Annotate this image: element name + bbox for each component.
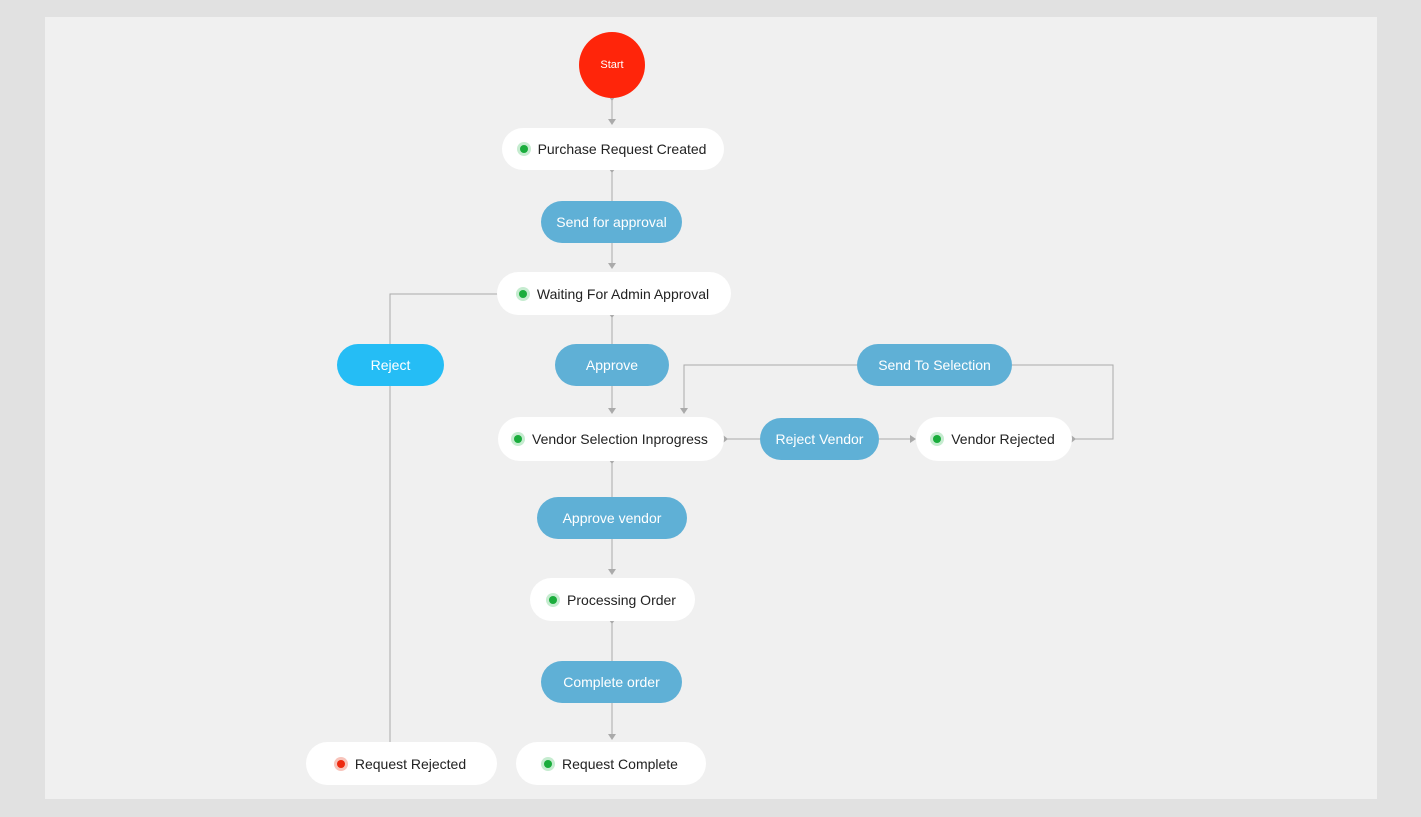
state-processing-order[interactable]: Processing Order	[530, 578, 695, 621]
send-to-selection-button[interactable]: Send To Selection	[857, 344, 1012, 386]
state-label: Waiting For Admin Approval	[536, 285, 710, 302]
state-label: Vendor Rejected	[951, 431, 1055, 447]
status-green-dot	[518, 289, 527, 298]
start-label: Start	[600, 59, 624, 71]
status-green-dot	[933, 435, 942, 443]
action-label: Complete order	[563, 674, 660, 690]
action-label: Reject Vendor	[775, 431, 864, 447]
send-for-approval-button[interactable]: Send for approval	[541, 201, 682, 243]
state-label: Processing Order	[567, 591, 676, 608]
status-red-dot	[336, 759, 345, 768]
status-green-dot	[519, 145, 528, 153]
complete-order-button[interactable]: Complete order	[541, 661, 682, 703]
status-green-dot	[514, 435, 523, 443]
status-green-dot	[544, 759, 553, 768]
state-label: Purchase Request Created	[537, 141, 707, 157]
start-node: Start	[579, 32, 645, 98]
state-label: Vendor Selection Inprogress	[532, 431, 708, 447]
approve-vendor-button[interactable]: Approve vendor	[537, 497, 687, 539]
state-label: Request Rejected	[354, 755, 467, 772]
reject-button[interactable]: Reject	[337, 344, 444, 386]
status-green-dot	[549, 595, 558, 604]
state-vendor-selection-inprogress[interactable]: Vendor Selection Inprogress	[498, 417, 724, 461]
state-waiting-for-admin-approval[interactable]: Waiting For Admin Approval	[497, 272, 731, 315]
state-request-rejected[interactable]: Request Rejected	[306, 742, 497, 785]
state-purchase-request-created[interactable]: Purchase Request Created	[502, 128, 724, 170]
action-label: Approve	[585, 357, 639, 373]
action-label: Send for approval	[556, 214, 667, 230]
action-label: Reject	[370, 357, 411, 373]
approve-button[interactable]: Approve	[555, 344, 669, 386]
state-vendor-rejected[interactable]: Vendor Rejected	[916, 417, 1072, 461]
state-label: Request Complete	[562, 755, 678, 772]
state-request-complete[interactable]: Request Complete	[516, 742, 706, 785]
action-label: Approve vendor	[562, 510, 662, 526]
action-label: Send To Selection	[878, 357, 991, 373]
reject-vendor-button[interactable]: Reject Vendor	[760, 418, 879, 460]
